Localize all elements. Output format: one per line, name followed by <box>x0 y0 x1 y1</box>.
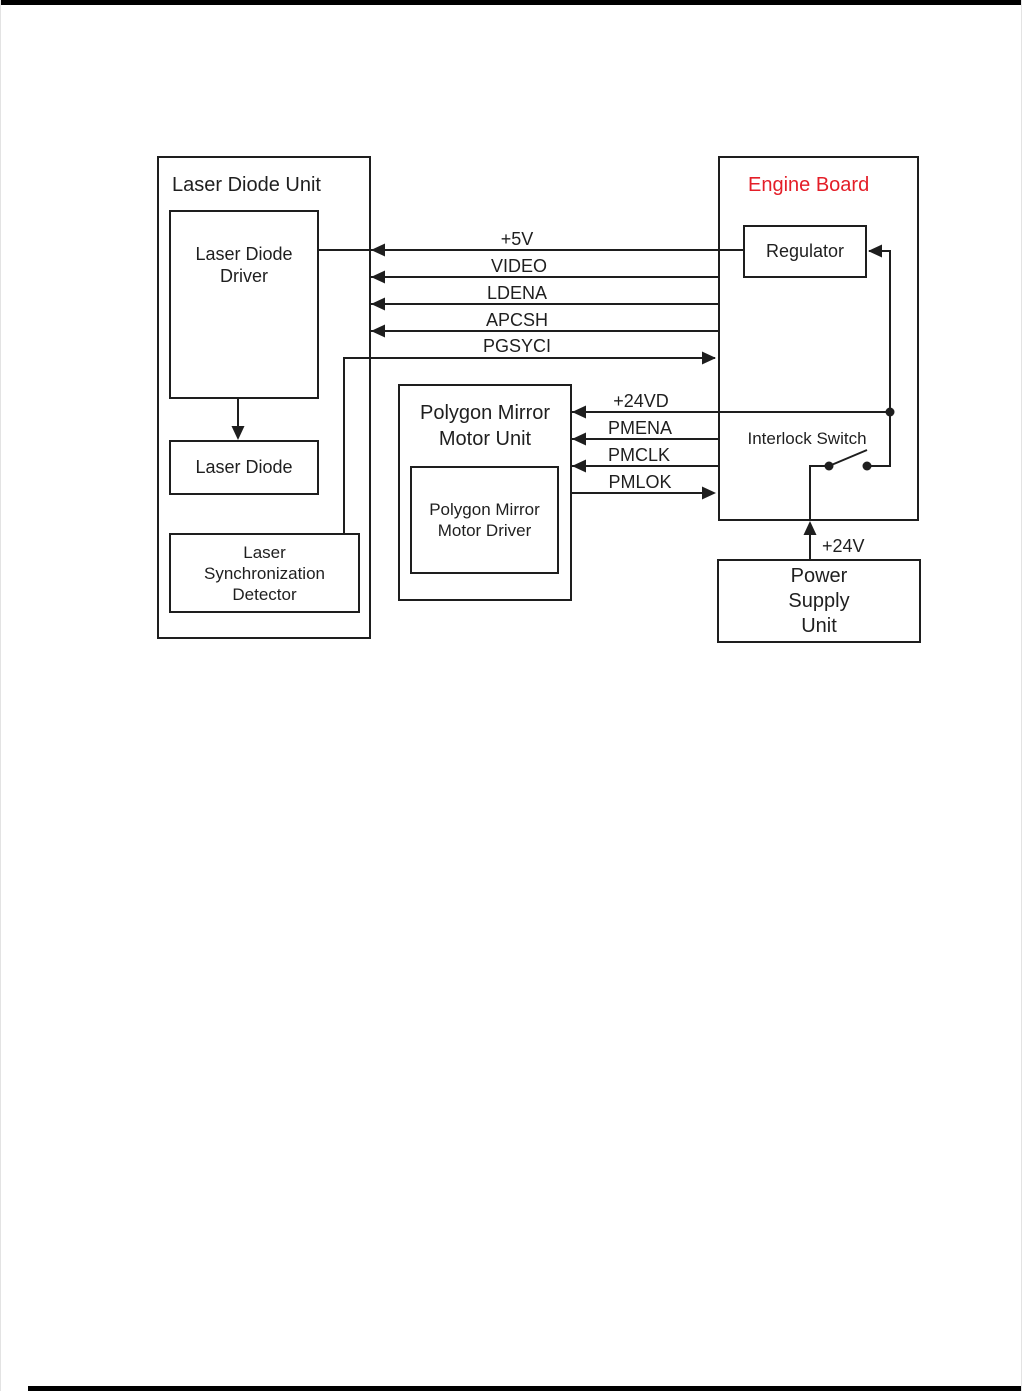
signal-label-24vd: +24VD <box>613 391 669 411</box>
regulator-box: Regulator <box>743 225 867 278</box>
signal-label-pmclk: PMCLK <box>607 445 671 465</box>
arrowhead-left-video-icon <box>371 270 385 284</box>
polygon-mirror-motor-driver-box: Polygon Mirror Motor Driver <box>410 466 559 574</box>
power-supply-unit-box: Power Supply Unit <box>717 559 921 643</box>
laser-diode-label: Laser Diode <box>195 457 293 477</box>
laser-diode-driver-label-line1: Laser Diode <box>195 244 293 264</box>
laser-diode-box: Laser Diode <box>169 440 319 495</box>
laser-diode-driver-box: Laser Diode Driver <box>169 210 319 399</box>
arrowhead-up-24v-icon <box>803 521 817 535</box>
polygon-mirror-motor-unit-title-line1: Polygon Mirror <box>419 402 551 424</box>
arrowhead-left-24vd-icon <box>572 405 586 419</box>
page-left-edge <box>0 0 1 1391</box>
laser-sync-detector-box: Laser Synchronization Detector <box>169 533 360 613</box>
signal-label-apcsh: APCSH <box>485 310 549 330</box>
signal-label-pmlok: PMLOK <box>608 472 672 492</box>
laser-diode-unit-title: Laser Diode Unit <box>172 174 321 196</box>
polygon-mirror-motor-driver-label-line1: Polygon Mirror <box>429 500 540 519</box>
page-bottom-edge-bar <box>28 1386 1022 1391</box>
signal-label-pgsyci: PGSYCI <box>482 336 552 356</box>
interlock-switch-label: Interlock Switch <box>747 429 867 448</box>
arrowhead-left-5v-icon <box>371 243 385 257</box>
laser-sync-detector-label-line2: Synchronization <box>204 563 325 583</box>
signal-label-24v: +24V <box>822 536 865 556</box>
polygon-mirror-motor-unit-title-line2: Motor Unit <box>438 428 532 450</box>
laser-sync-detector-label-line1: Laser <box>243 542 286 562</box>
arrowhead-right-pgsyci-icon <box>702 351 716 365</box>
signal-label-5v: +5V <box>500 229 534 249</box>
arrowhead-left-pmclk-icon <box>572 459 586 473</box>
arrowhead-left-pmena-icon <box>572 432 586 446</box>
laser-sync-detector-label-line3: Detector <box>232 584 297 604</box>
power-supply-unit-label-line2: Supply <box>788 589 850 612</box>
polygon-mirror-motor-unit-title: Polygon Mirror Motor Unit <box>420 400 550 452</box>
engine-board-title: Engine Board <box>748 174 870 196</box>
arrowhead-left-apcsh-icon <box>371 324 385 338</box>
page-top-edge-bar <box>0 0 1022 5</box>
signal-label-video: VIDEO <box>490 256 548 276</box>
engine-board-box: Engine Board <box>718 156 919 521</box>
power-supply-unit-label-line1: Power <box>790 564 848 587</box>
laser-diode-driver-label-line2: Driver <box>220 266 268 286</box>
signal-label-pmena: PMENA <box>607 418 673 438</box>
arrowhead-right-pmlok-icon <box>702 486 716 500</box>
polygon-mirror-motor-driver-label-line2: Motor Driver <box>437 521 532 540</box>
signal-label-ldena: LDENA <box>486 283 548 303</box>
regulator-label: Regulator <box>765 241 845 261</box>
power-supply-unit-label-line3: Unit <box>801 614 837 637</box>
arrowhead-left-ldena-icon <box>371 297 385 311</box>
